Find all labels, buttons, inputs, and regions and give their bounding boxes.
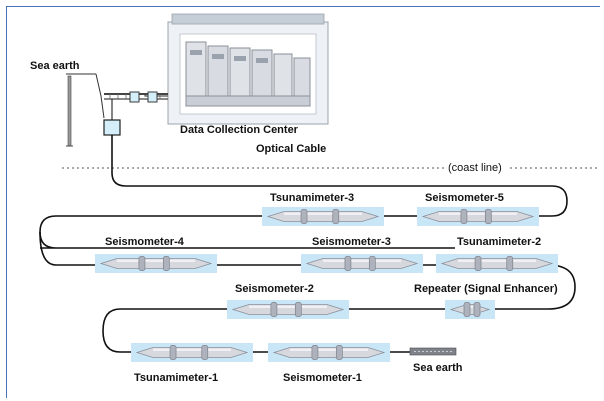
seismometer-4-band-2 [162, 256, 170, 271]
tsunamimeter-3-band-1 [300, 209, 308, 224]
label-sea-earth-left: Sea earth [30, 60, 80, 72]
label-tsunamimeter-1: Tsunamimeter-1 [134, 372, 219, 384]
tsunamimeter-2-band-1 [474, 256, 482, 271]
landing-station-box [103, 119, 121, 136]
sea-earth-electrode-icon [66, 73, 105, 147]
seismometer-4-band-1 [138, 256, 146, 271]
tsunamimeter-2-band-2 [506, 256, 514, 271]
seismometer-2-shine [249, 305, 327, 308]
label-tsunamimeter-3: Tsunamimeter-3 [270, 192, 355, 204]
tsunamimeter-1-capsule [131, 343, 253, 362]
seismometer-3-band-2 [368, 256, 376, 271]
tsunamimeter-3-capsule [262, 207, 384, 226]
seismometer-3-band-1 [344, 256, 352, 271]
label-coast-line: (coast line) [448, 162, 502, 174]
seismometer-5-shine [439, 212, 517, 215]
optical-cable [39, 135, 568, 249]
seismometer-5-band-2 [484, 209, 492, 224]
server-racks-icon [185, 41, 311, 107]
seismometer-5-capsule [417, 207, 539, 226]
repeater-band-2 [473, 302, 481, 317]
label-seismometer-3: Seismometer-3 [312, 236, 391, 248]
tsunamimeter-3-shine [284, 212, 362, 215]
junction-box-icon [129, 91, 158, 103]
seismometer-4-shine [117, 259, 195, 262]
seismometer-1-capsule [268, 343, 390, 362]
label-tsunamimeter-2: Tsunamimeter-2 [457, 236, 542, 248]
label-data-collection-center: Data Collection Center [180, 124, 298, 136]
label-sea-earth-right: Sea earth [413, 362, 463, 374]
seismometer-4-capsule [95, 254, 217, 273]
data-center-building-icon [167, 13, 329, 125]
label-seismometer-1: Seismometer-1 [283, 372, 362, 384]
seismometer-5-band-1 [460, 209, 468, 224]
label-optical-cable: Optical Cable [256, 143, 327, 155]
label-seismometer-4: Seismometer-4 [105, 236, 184, 248]
label-repeater: Repeater (Signal Enhancer) [414, 283, 558, 295]
sea-earth-tail-icon [409, 347, 457, 356]
label-seismometer-5: Seismometer-5 [425, 192, 504, 204]
tsunamimeter-2-shine [458, 259, 536, 262]
tsunamimeter-1-shine [153, 348, 231, 351]
seismometer-2-band-1 [270, 302, 278, 317]
seismometer-1-band-2 [335, 345, 343, 360]
repeater-band-1 [463, 302, 471, 317]
seismometer-3-capsule [301, 254, 423, 273]
repeater-capsule [445, 300, 495, 319]
tsunamimeter-1-band-1 [169, 345, 177, 360]
seismometer-3-shine [323, 259, 401, 262]
tsunamimeter-2-capsule [436, 254, 558, 273]
frame-top-border [6, 6, 600, 7]
seismometer-1-shine [290, 348, 368, 351]
seismometer-2-band-2 [294, 302, 302, 317]
tsunamimeter-3-band-2 [332, 209, 340, 224]
tsunamimeter-1-band-2 [201, 345, 209, 360]
label-seismometer-2: Seismometer-2 [235, 283, 314, 295]
frame-left-border [6, 6, 7, 398]
seismometer-2-capsule [227, 300, 349, 319]
seismometer-1-band-1 [311, 345, 319, 360]
